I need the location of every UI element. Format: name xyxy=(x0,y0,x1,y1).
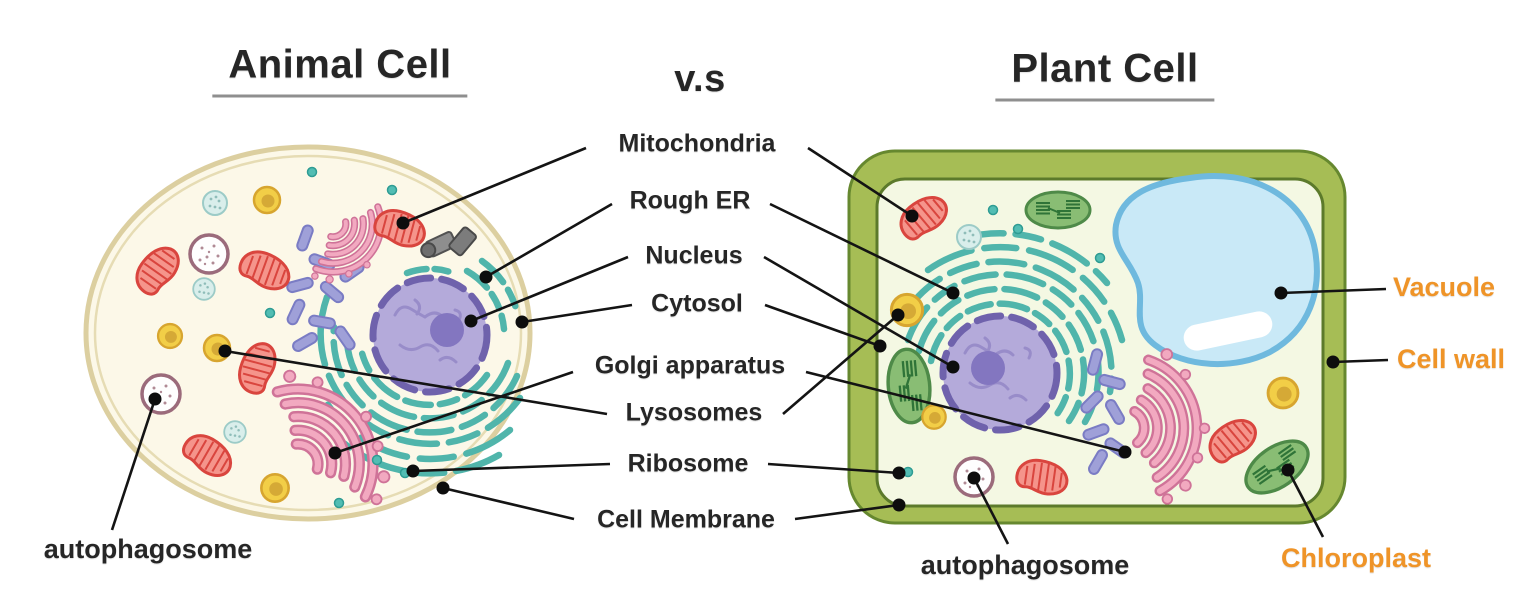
plant-cell xyxy=(847,149,1347,525)
animal-cell-title: Animal Cell xyxy=(212,43,468,98)
leader-dots xyxy=(148,209,1340,512)
label-autophagosome-plant: autophagosome xyxy=(920,550,1130,581)
label-chloroplast: Chloroplast xyxy=(1280,543,1432,574)
label-vacuole: Vacuole xyxy=(1392,272,1496,303)
plant-vesicle xyxy=(956,224,982,250)
plant-ribosome xyxy=(1012,223,1024,235)
animal-ribosome xyxy=(306,166,318,178)
label-cell-wall: Cell wall xyxy=(1396,344,1506,375)
animal-nucleolus xyxy=(430,313,464,347)
animal-ribosome xyxy=(333,497,345,509)
animal-lysosome xyxy=(156,322,184,350)
animal-vesicle xyxy=(223,420,247,444)
plant-chloroplast xyxy=(1024,190,1092,230)
label-ribosome: Ribosome xyxy=(627,449,749,478)
label-golgi-apparatus: Golgi apparatus xyxy=(594,351,786,380)
plant-rough-er xyxy=(904,230,1126,426)
animal-centriole xyxy=(420,226,477,259)
plant-nucleolus xyxy=(971,351,1005,385)
animal-lysosome xyxy=(260,473,290,503)
animal-vesicle xyxy=(202,190,228,216)
label-nucleus: Nucleus xyxy=(645,241,743,270)
label-mitochondria: Mitochondria xyxy=(618,129,776,158)
animal-ribosome xyxy=(386,184,398,196)
versus-label: v.s xyxy=(674,58,726,101)
animal-autophagosome xyxy=(188,233,230,275)
leader-lines xyxy=(110,146,1389,545)
label-rough-er: Rough ER xyxy=(629,186,751,215)
plant-ribosome xyxy=(987,204,999,216)
animal-autophagosome xyxy=(140,373,182,415)
label-lysosomes: Lysosomes xyxy=(625,398,763,427)
animal-nucleus xyxy=(373,278,487,392)
animal-cell xyxy=(83,144,533,520)
animal-ribosome xyxy=(264,307,276,319)
animal-vesicle xyxy=(192,277,216,301)
animal-ribosome xyxy=(371,454,383,466)
plant-ribosome xyxy=(1094,252,1106,264)
plant-vacuole xyxy=(1112,172,1320,368)
plant-lysosome xyxy=(921,404,947,430)
label-cytosol: Cytosol xyxy=(651,289,743,318)
animal-lysosome xyxy=(252,185,282,215)
plant-cell-title: Plant Cell xyxy=(995,47,1215,102)
label-autophagosome-animal: autophagosome xyxy=(43,534,253,565)
plant-lysosome xyxy=(1266,376,1300,410)
label-cell-membrane: Cell Membrane xyxy=(597,505,775,534)
